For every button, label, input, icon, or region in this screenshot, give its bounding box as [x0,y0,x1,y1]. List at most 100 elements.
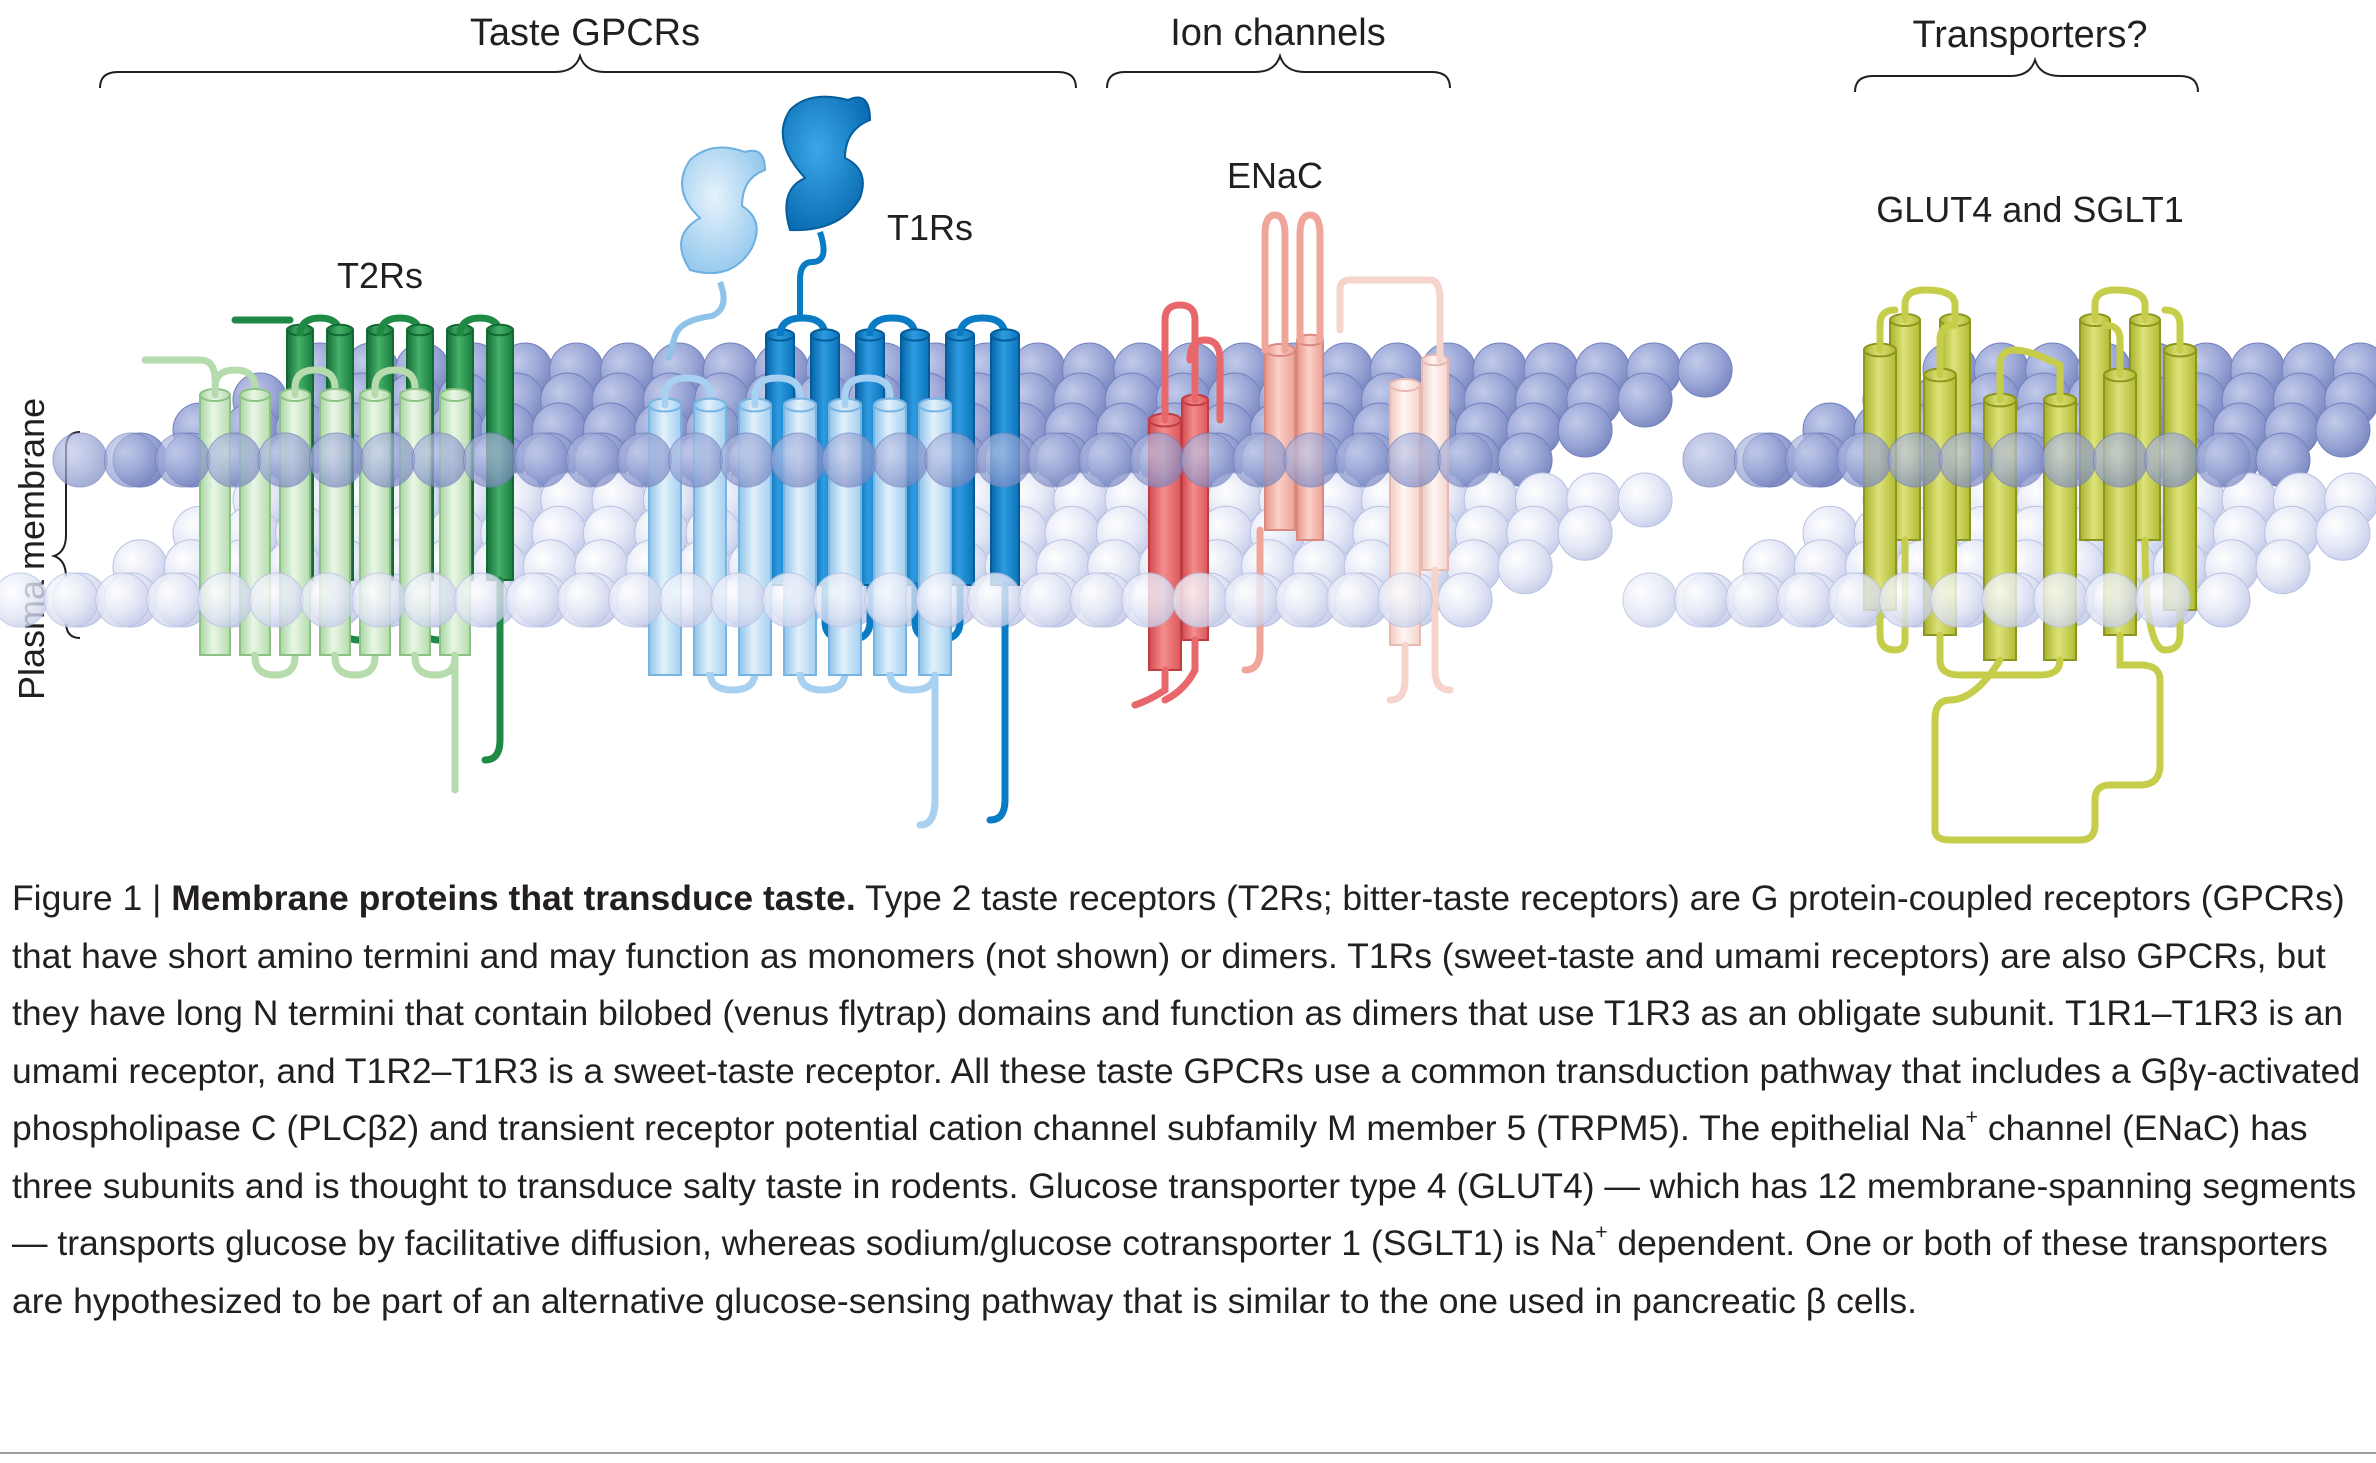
protein-loop [331,651,379,679]
lipid-head [1930,572,1986,628]
protein-loop [1261,211,1289,354]
lipid-head [360,432,416,488]
lipid-head [95,572,151,628]
lipid-head [2195,432,2251,488]
protein-loop [1186,336,1224,424]
helix-cap [1421,353,1449,367]
lipid-head [1673,572,1729,628]
lipid-head [1879,572,1934,628]
protein-loop [481,576,504,764]
figure-number: Figure 1 | [12,878,162,918]
lipid-head [1386,432,1442,488]
helix-cap [918,397,952,413]
protein-loop [1161,636,1199,704]
lipid-head [1018,572,1074,628]
lipid-head [1725,572,1781,628]
group-label-transporters: Transporters? [1912,14,2147,56]
group-bracket-transporters [1854,56,2199,93]
lipid-head [1069,572,1125,628]
lipid-head [975,432,1031,488]
protein-loop [986,581,1009,824]
lipid-head [1617,472,1673,528]
venus-flytrap-domain-light [665,146,767,361]
lipid-head [2195,572,2251,628]
lipid-head [411,432,467,488]
helix-cap [1264,343,1296,357]
lipid-head [1557,402,1613,458]
lipid-head [813,572,869,628]
t2r-receptor [141,314,514,794]
lipid-head [1827,572,1883,628]
lipid-head [1990,432,2046,488]
lipid-head [770,432,826,488]
lipid-head [1557,505,1613,561]
lipid-head [402,572,458,628]
lipid-head [1129,432,1185,488]
protein-loop [1131,666,1169,709]
protein-loop [1931,631,2164,844]
protein-loop [1996,346,2064,404]
lipid-head [1497,539,1553,595]
protein-loop [2101,321,2124,379]
caption-superscript-2: + [1595,1220,1608,1245]
protein-loop [1431,566,1454,694]
protein-loop [141,356,219,384]
lipid-head [514,432,570,488]
membrane-front-row-left [0,432,1493,628]
lipid-head [0,572,48,628]
lipid-head [616,432,672,488]
lipid-head [822,432,877,488]
lipid-head [1437,572,1493,628]
lipid-head [1121,572,1177,628]
lipid-head [1377,572,1433,628]
lipid-head [659,572,715,628]
protein-loop [2161,306,2184,354]
helix-cap [319,388,351,402]
lipid-head [1326,572,1382,628]
caption-text-part2: channel (ENaC) has three subunits and is… [12,1108,2357,1263]
lipid-head [1776,572,1832,628]
membrane-front-row-right [1622,432,2251,628]
lipid-head [155,432,211,488]
helix-cap [783,397,817,413]
lipid-head [1677,342,1733,398]
figure-title: Membrane proteins that transduce taste. [171,878,856,918]
lipid-head [103,432,159,488]
lipid-head [1181,432,1237,488]
lipid-head [556,572,612,628]
protein-loop [411,651,459,679]
lipid-head [915,572,971,628]
helix-cap [239,388,271,402]
protein-loop [796,671,849,694]
lipid-head [249,572,304,628]
caption-superscript-1: + [1965,1105,1978,1130]
lipid-head [668,432,724,488]
bottom-rule [0,1452,2376,1454]
group-bracket-taste-gpcrs [99,52,1077,89]
lipid-head [1682,432,1738,488]
lipid-head [873,432,929,488]
protein-loop [1936,631,2064,679]
lipid-head [2315,505,2371,561]
lipid-head [351,572,407,628]
lipid-head [1785,432,1841,488]
helix-cap [326,323,354,337]
lipid-head [608,572,664,628]
helix-cap [900,328,930,342]
lipid-head [2084,572,2140,628]
membrane-label: Plasma membrane [11,398,52,700]
lipid-head [2092,432,2148,488]
lipid-head [864,572,920,628]
lipid-head [1617,372,1673,428]
lipid-head [2041,432,2097,488]
lipid-head [1232,432,1288,488]
protein-loop [751,374,804,409]
lipid-head [1939,432,1994,488]
lipid-head [1981,572,2037,628]
helix-cap [399,388,431,402]
lipid-head [309,432,364,488]
lipid-head [257,432,313,488]
lipid-head [1283,432,1339,488]
lipid-head [146,572,202,628]
lipid-head [1172,572,1228,628]
